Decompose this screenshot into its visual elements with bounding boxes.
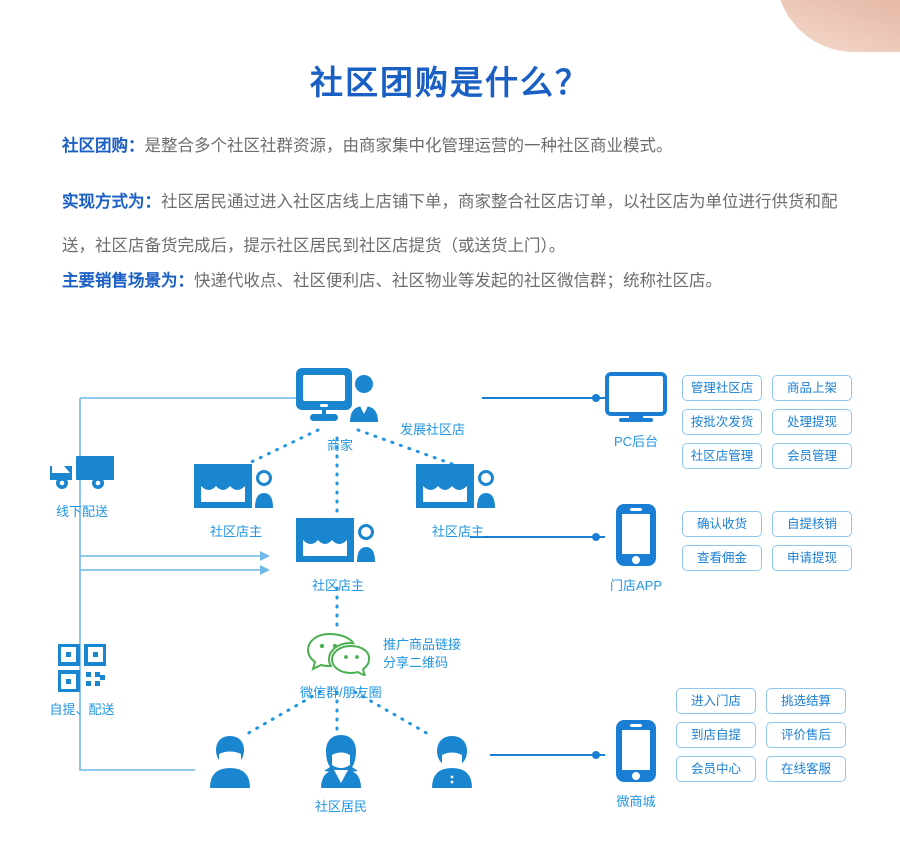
action-button[interactable]: 申请提现: [772, 545, 852, 571]
node-label: 社区店主: [311, 578, 364, 593]
action-button[interactable]: 会员管理: [772, 443, 852, 469]
qrcode-icon: [57, 643, 107, 693]
edge-label-promote-line1: 推广商品链接: [383, 637, 462, 652]
paragraph-text: 快递代收点、社区便利店、社区物业等发起的社区微信群；统称社区店。: [194, 272, 722, 290]
person-icon: [204, 732, 256, 790]
edge-label-promote-line2: 分享二维码: [383, 655, 449, 670]
paragraph-separator: ：: [177, 272, 195, 290]
paragraph-separator: ：: [144, 193, 162, 211]
action-button[interactable]: 管理社区店: [682, 375, 762, 401]
action-button[interactable]: 挑选结算: [766, 688, 846, 714]
desktop-monitor-icon: [605, 372, 667, 424]
edge-label-develop-store: 发展社区店: [400, 422, 466, 437]
node-store-right[interactable]: 社区店主: [414, 462, 502, 540]
action-button[interactable]: 在线客服: [766, 756, 846, 782]
page-title: 社区团购是什么？: [310, 64, 590, 101]
node-wechat-group[interactable]: 微信群/朋友圈: [300, 630, 382, 701]
node-store-app[interactable]: 门店APP: [602, 502, 670, 594]
person-icon: [315, 732, 367, 790]
node-store-mid[interactable]: 社区店主: [294, 516, 382, 594]
paragraph-separator: ：: [128, 137, 145, 155]
action-button[interactable]: 进入门店: [676, 688, 756, 714]
paragraph-label: 主要销售场景为: [62, 272, 178, 290]
node-label: PC后台: [613, 434, 659, 449]
monitor-person-icon: [294, 366, 386, 428]
smartphone-icon: [614, 502, 658, 568]
node-residents[interactable]: 社区居民: [196, 732, 486, 815]
action-button[interactable]: 到店自提: [676, 722, 756, 748]
action-button[interactable]: 会员中心: [676, 756, 756, 782]
panel-store-app-actions: 确认收货 自提核销 查看佣金 申请提现: [682, 511, 852, 571]
action-button[interactable]: 评价售后: [766, 722, 846, 748]
person-icon: [426, 732, 478, 790]
paragraph-scenarios: 主要销售场景为：快递代收点、社区便利店、社区物业等发起的社区微信群；统称社区店。: [62, 268, 862, 294]
paragraph-definition: 社区团购：是整合多个社区社群资源，由商家集中化管理运营的一种社区商业模式。: [62, 133, 862, 159]
action-button[interactable]: 处理提现: [772, 409, 852, 435]
edge-label-promote: 推广商品链接 分享二维码: [383, 636, 461, 672]
shop-person-icon: [294, 516, 382, 568]
node-merchant[interactable]: 商家: [285, 366, 395, 454]
shop-person-icon: [192, 462, 280, 514]
action-button[interactable]: 查看佣金: [682, 545, 762, 571]
shop-person-icon: [414, 462, 502, 514]
paragraph-text: 社区居民通过进入社区店线上店铺下单，商家整合社区店订单，以社区店为单位进行供货和…: [62, 193, 838, 255]
action-button[interactable]: 自提核销: [772, 511, 852, 537]
node-micro-mall[interactable]: 微商城: [602, 718, 670, 810]
node-label: 自提、配送: [49, 702, 115, 717]
node-label: 社区店主: [431, 524, 484, 539]
node-store-left[interactable]: 社区店主: [192, 462, 280, 540]
action-button[interactable]: 商品上架: [772, 375, 852, 401]
paragraph-text: 是整合多个社区社群资源，由商家集中化管理运营的一种社区商业模式。: [144, 137, 673, 155]
node-label: 社区店主: [209, 524, 262, 539]
node-offline-delivery[interactable]: 线下配送: [36, 452, 128, 520]
panel-micro-mall-actions: 进入门店 挑选结算 到店自提 评价售后 会员中心 在线客服: [676, 688, 846, 782]
paragraph-label: 社区团购: [62, 137, 128, 155]
panel-pc-backend-actions: 管理社区店 商品上架 按批次发货 处理提现 社区店管理 会员管理: [682, 375, 852, 469]
paragraph-method: 实现方式为：社区居民通过进入社区店线上店铺下单，商家整合社区店订单，以社区店为单…: [62, 180, 870, 268]
wechat-icon: [305, 630, 371, 678]
action-button[interactable]: 社区店管理: [682, 443, 762, 469]
paragraph-label: 实现方式为: [62, 193, 145, 211]
node-label: 商家: [326, 438, 353, 453]
node-label: 门店APP: [609, 578, 662, 593]
node-label: 微商城: [616, 794, 656, 809]
node-label: 微信群/朋友圈: [300, 685, 382, 700]
smartphone-icon: [614, 718, 658, 784]
action-button[interactable]: 按批次发货: [682, 409, 762, 435]
node-pickup-delivery[interactable]: 自提、配送: [36, 643, 128, 718]
action-button[interactable]: 确认收货: [682, 511, 762, 537]
truck-icon: [46, 452, 118, 494]
node-label: 社区居民: [314, 799, 367, 814]
node-label: 线下配送: [55, 504, 108, 519]
node-pc-backend[interactable]: PC后台: [600, 372, 672, 450]
